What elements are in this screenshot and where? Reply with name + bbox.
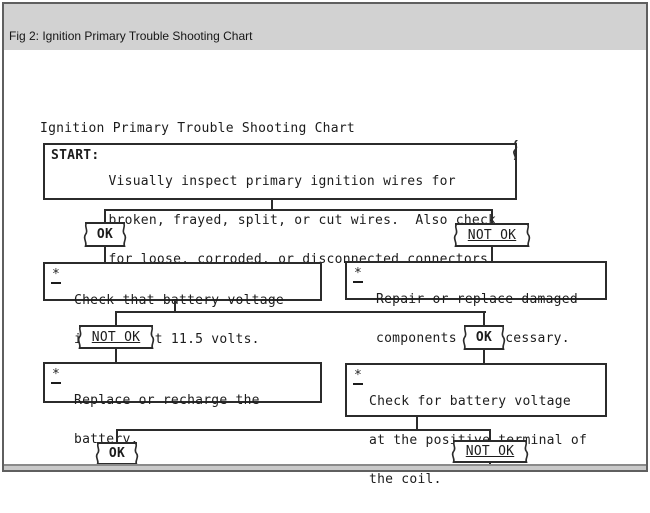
connector-branch1-left-down <box>104 209 106 222</box>
tag-edge-left <box>453 223 459 247</box>
branch1-ok-action-box: * Check that battery voltage is at least… <box>43 262 322 346</box>
footnote-marker: * <box>353 266 364 283</box>
branch2-not-ok-tag: NOT OK <box>77 325 155 349</box>
tag-edge-left <box>451 440 457 463</box>
action-text: Check that battery voltage is at least 1… <box>74 293 284 347</box>
tag-edge-right <box>523 440 529 463</box>
connector-branch1-horizontal <box>105 209 493 211</box>
flowchart: Ignition Primary Trouble Shooting Chart … <box>40 121 607 486</box>
start-box: START: Visually inspect primary ignition… <box>43 140 519 266</box>
connector-branch3-left-down <box>116 429 118 442</box>
connector-box2-down <box>416 417 418 429</box>
connector-branch2-left-down <box>115 311 117 325</box>
connector-branch2-horizontal <box>116 311 486 313</box>
branch2-ok-tag: OK <box>462 325 506 350</box>
window-titlebar: Fig 2: Ignition Primary Trouble Shooting… <box>4 4 646 50</box>
bottom-strip <box>4 464 646 470</box>
tag-edge-left <box>83 222 89 247</box>
branch1-ok-tag: OK <box>83 222 127 247</box>
connector-branch3-right-down <box>489 429 491 440</box>
titlebar-caption: Fig 2: Ignition Primary Trouble Shooting… <box>9 29 253 43</box>
connector-box1-down <box>174 301 176 311</box>
connector-notok2-to-box <box>115 349 117 362</box>
action-text: Repair or replace damaged components as … <box>376 292 578 346</box>
branch3-not-ok-tag: NOT OK <box>451 440 529 463</box>
footnote-marker: * <box>51 367 62 384</box>
connector-ok2-to-box <box>483 350 485 363</box>
connector-notok1-to-box <box>491 247 493 261</box>
page-curl-decoration <box>513 140 519 160</box>
tag-edge-left <box>462 325 468 350</box>
connector-branch1-right-down <box>491 209 493 223</box>
tag-edge-left <box>77 325 83 349</box>
branch1-not-ok-action-box: * Repair or replace damaged components a… <box>345 261 607 345</box>
tag-edge-right <box>133 442 139 465</box>
branch1-not-ok-tag: NOT OK <box>453 223 531 247</box>
window-frame <box>2 2 648 472</box>
tag-edge-left <box>95 442 101 465</box>
branch2-ok-action-box: * Check for battery voltage at the posit… <box>345 363 607 486</box>
tag-edge-right <box>149 325 155 349</box>
footnote-marker: * <box>51 267 62 284</box>
connector-start-down <box>271 200 273 210</box>
connector-ok1-to-box <box>104 247 106 262</box>
branch2-not-ok-action-box: * Replace or recharge the battery. <box>43 362 322 446</box>
connector-branch3-horizontal <box>117 429 491 431</box>
tag-edge-right <box>525 223 531 247</box>
connector-branch2-right-down <box>483 311 485 325</box>
branch3-ok-tag: OK <box>95 442 139 465</box>
tag-edge-right <box>121 222 127 247</box>
tag-edge-right <box>500 325 506 350</box>
footnote-marker: * <box>353 368 364 385</box>
start-label: START: <box>51 148 100 163</box>
chart-title: Ignition Primary Trouble Shooting Chart <box>40 121 355 136</box>
